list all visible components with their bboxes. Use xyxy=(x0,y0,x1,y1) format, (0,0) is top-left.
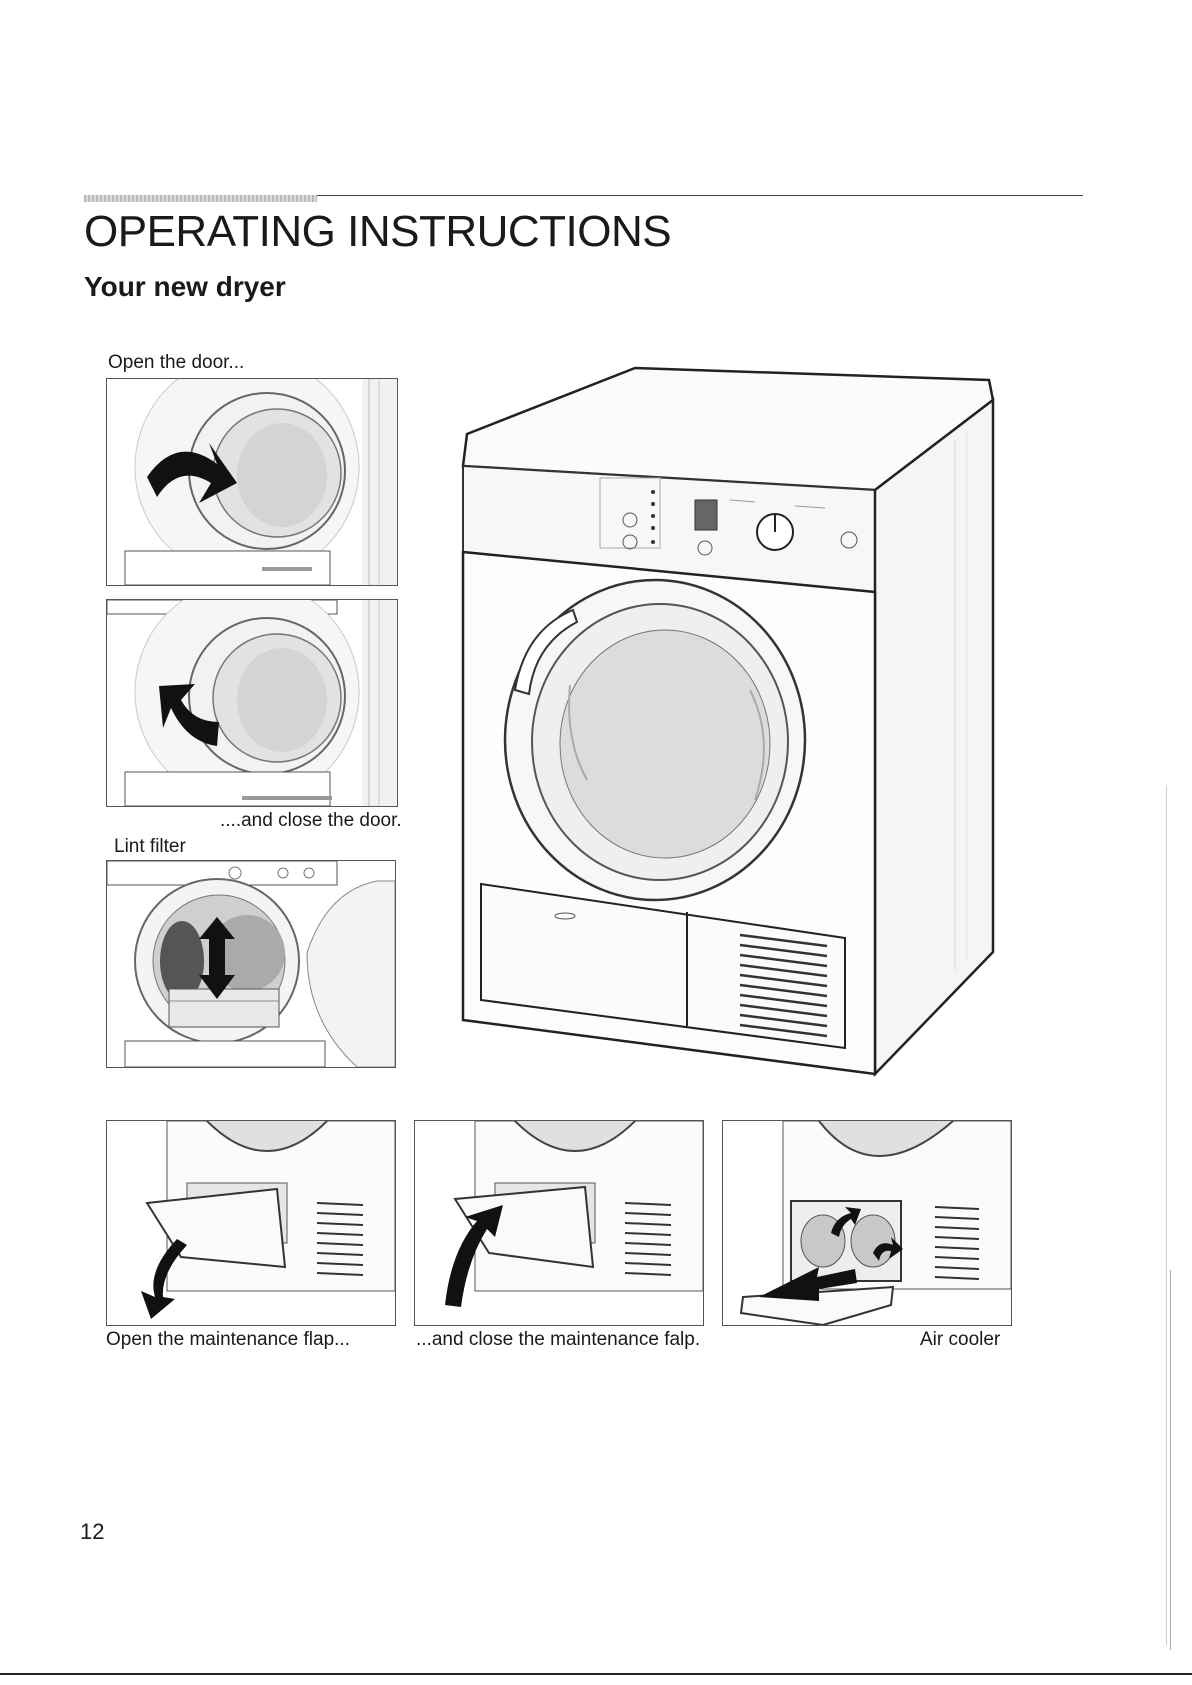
caption-close-door: ....and close the door. xyxy=(220,811,402,830)
caption-lint-filter: Lint filter xyxy=(114,837,186,856)
caption-close-flap: ...and close the maintenance falp. xyxy=(416,1330,700,1349)
open-flap-illustration xyxy=(106,1120,396,1326)
lint-filter-illustration xyxy=(106,860,396,1068)
close-door-illustration xyxy=(106,599,398,807)
open-door-illustration xyxy=(106,378,398,586)
page-subtitle: Your new dryer xyxy=(84,273,286,301)
air-cooler-illustration xyxy=(722,1120,1012,1326)
scan-bottom-edge xyxy=(0,1673,1192,1675)
caption-open-door: Open the door... xyxy=(108,353,244,372)
header-rule-accent xyxy=(84,195,317,202)
scan-edge-line xyxy=(1166,785,1167,1645)
dryer-illustration xyxy=(455,360,995,1100)
close-flap-illustration xyxy=(414,1120,704,1326)
page-number: 12 xyxy=(80,1519,104,1545)
page-title: OPERATING INSTRUCTIONS xyxy=(84,210,671,254)
caption-open-flap: Open the maintenance flap... xyxy=(106,1330,350,1349)
caption-air-cooler: Air cooler xyxy=(920,1330,1000,1349)
scan-edge-line-dark xyxy=(1170,1270,1171,1650)
